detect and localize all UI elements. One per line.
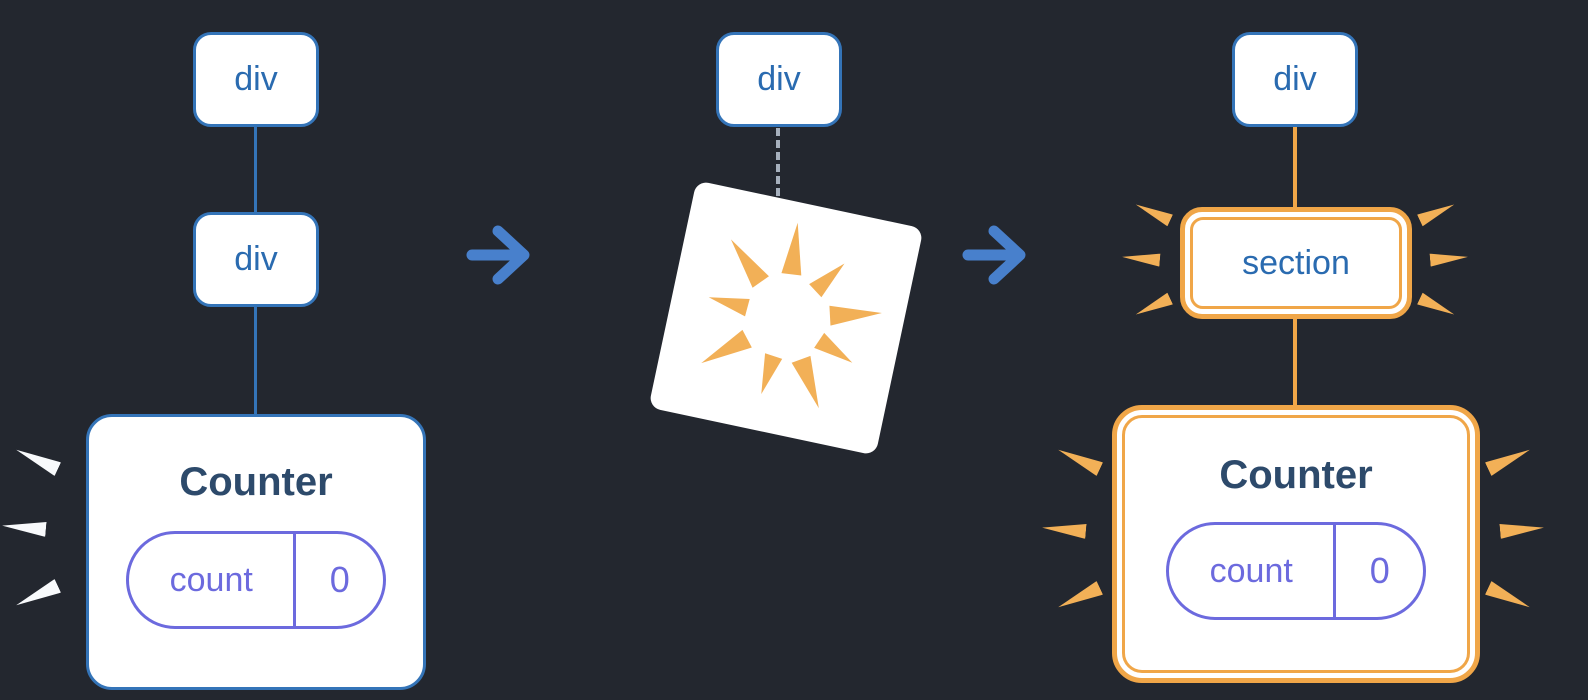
section-node-highlighted: section [1180,207,1412,319]
tree-edge-highlighted [1293,127,1297,207]
tree-node-div-middle: div [716,32,842,127]
spark-icon [13,579,61,612]
state-value: 0 [329,559,350,600]
state-key: count [1169,525,1337,617]
state-pill: count 0 [126,531,386,629]
state-key: count [129,534,297,626]
counter-card-body: Counter count 0 [1122,415,1470,673]
poof-burst-icon [648,180,924,456]
burst-rays [701,222,882,409]
spark-icon [1055,581,1103,614]
spark-icon [1133,293,1173,321]
right-arrow-icon [962,225,1026,285]
spark-icon [1122,250,1161,266]
state-pill: count 0 [1166,522,1426,620]
spark-icon [1417,293,1457,321]
spark-icon [1417,199,1457,227]
tree-node-div-right: div [1232,32,1358,127]
dashed-edge [776,128,780,208]
counter-component-card-highlighted: Counter count 0 [1112,405,1480,683]
spark-icon [1485,443,1533,476]
spark-icon [1055,443,1103,476]
spark-icon [1499,520,1544,539]
counter-component-card: Counter count 0 [86,414,426,690]
spark-icon [13,443,61,476]
spark-icon [1,518,46,537]
tree-node-div-parent: div [193,32,319,127]
component-title: Counter [179,460,333,504]
tree-edge [254,127,257,212]
right-arrow-icon [466,225,530,285]
component-title: Counter [1219,453,1373,497]
spark-icon [1133,199,1173,227]
spark-icon [1485,581,1533,614]
tree-edge [254,307,257,414]
tree-node-div-child: div [193,212,319,307]
tree-edge-highlighted [1293,319,1297,405]
state-value: 0 [1369,550,1390,591]
spark-icon [1430,250,1469,266]
section-node-label: section [1190,217,1402,309]
spark-icon [1041,520,1086,539]
